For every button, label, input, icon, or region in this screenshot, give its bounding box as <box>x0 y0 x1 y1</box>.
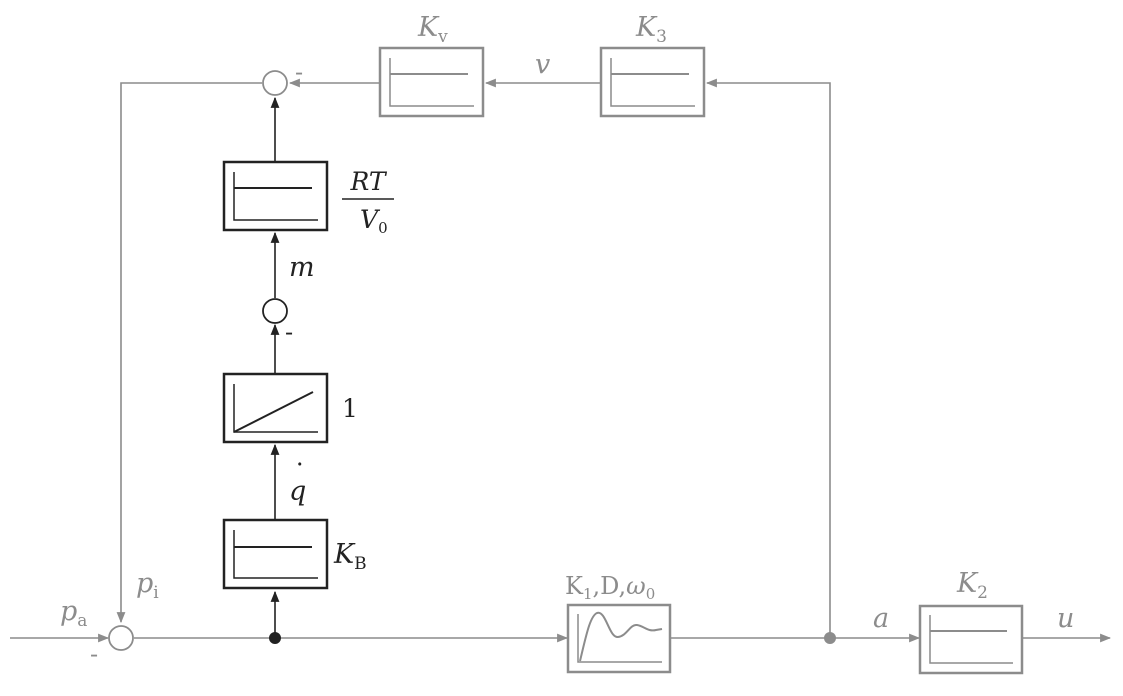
kb-label: KB <box>333 539 367 574</box>
k1-d-omega-label: K1,D,ω0 <box>565 572 655 603</box>
signal-pi-label: pi <box>136 568 159 603</box>
kv-label: Kv <box>417 12 448 47</box>
line-pi-feedback <box>116 82 262 624</box>
k3-label: K3 <box>635 12 667 47</box>
mid-summing-junction <box>262 298 288 324</box>
k2-label: K2 <box>956 568 988 603</box>
signal-m-label: m <box>289 252 315 283</box>
k2-block <box>918 604 1024 675</box>
signal-u-label: u <box>1057 603 1074 634</box>
signal-qdot-accent: ˙ <box>293 459 307 490</box>
rtv-denominator: V0 <box>360 205 388 237</box>
integrator-label: 1 <box>342 394 358 423</box>
branch-point <box>269 632 281 644</box>
kb-block <box>222 518 329 590</box>
signal-v-label: v <box>535 49 550 80</box>
top-summing-junction <box>262 70 288 96</box>
signal-a-label: a <box>873 603 889 634</box>
rtv-numerator: RT <box>349 167 387 196</box>
feedback-line-a-to-k3 <box>705 78 831 638</box>
kv-block <box>378 46 485 118</box>
node-a <box>824 632 836 644</box>
signal-qdot-label: q <box>289 476 306 507</box>
bottom-minus-sign: - <box>90 640 98 668</box>
top-minus-sign: - <box>295 58 303 86</box>
bottom-summing-junction <box>108 625 134 651</box>
k1-d-omega-block <box>566 603 672 674</box>
k3-block <box>599 46 706 118</box>
integrator-block <box>222 372 329 444</box>
rtv-block <box>222 160 329 232</box>
signal-pa-label: pa <box>60 596 87 631</box>
mid-minus-sign: - <box>285 318 293 346</box>
